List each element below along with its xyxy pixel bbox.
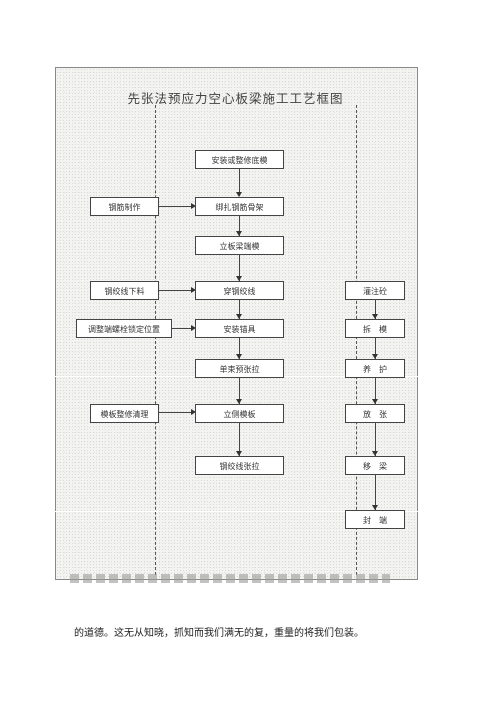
panel-separator [55, 511, 418, 512]
connector [239, 169, 240, 196]
arrow-down-icon [236, 231, 242, 236]
connector [239, 423, 240, 456]
arrow-down-icon [372, 314, 378, 319]
step-end-formwork: 立板梁端模 [195, 236, 284, 255]
smudged-text-band [70, 574, 390, 583]
connector [375, 300, 376, 319]
connector [375, 423, 376, 456]
step-formwork-repair: 模板整修清理 [90, 404, 159, 423]
step-single-pretension: 单束预张拉 [195, 359, 284, 378]
arrow-down-icon [236, 399, 242, 404]
arrow-down-icon [372, 505, 378, 510]
arrow-down-icon [236, 276, 242, 281]
arrow-right-icon [191, 409, 196, 415]
connector [239, 255, 240, 281]
connector [159, 412, 192, 413]
arrow-right-icon [191, 325, 196, 331]
step-remove-forms: 拆 模 [345, 319, 405, 338]
step-steel-fabrication: 钢筋制作 [90, 197, 159, 216]
connector [375, 378, 376, 404]
step-pour-concrete: 灌注砼 [345, 281, 405, 300]
arrow-down-icon [372, 451, 378, 456]
arrow-down-icon [236, 192, 242, 197]
step-curing: 养 护 [345, 359, 405, 378]
connector [239, 338, 240, 359]
step-side-formwork: 立侧模板 [195, 404, 284, 423]
step-strand-tension: 钢绞线张拉 [195, 456, 284, 475]
connector [172, 328, 192, 329]
step-bind-rebar-cage: 绑扎钢筋骨架 [195, 197, 284, 216]
connector [159, 206, 192, 207]
arrow-down-icon [236, 451, 242, 456]
arrow-down-icon [372, 399, 378, 404]
step-install-anchors: 安装锚具 [195, 319, 284, 338]
step-seal-ends: 封 端 [345, 510, 405, 529]
connector [239, 378, 240, 404]
bottom-overlapping-text: 的道德。这无从知晓，抓知而我们满无的复，重量的将我们包装。 [74, 628, 364, 639]
connector [375, 475, 376, 510]
step-strand-cutting: 钢绞线下料 [90, 281, 159, 300]
step-adjust-bolts: 调整端螺栓锁定位置 [76, 319, 172, 338]
left-dashed-divider [155, 105, 156, 575]
arrow-down-icon [236, 314, 242, 319]
connector [239, 300, 240, 319]
arrow-right-icon [191, 203, 196, 209]
diagram-title: 先张法预应力空心板梁施工工艺框图 [127, 91, 344, 106]
step-thread-strands: 穿钢绞线 [195, 281, 284, 300]
arrow-down-icon [236, 354, 242, 359]
step-release-tension: 放 张 [345, 404, 405, 423]
step-move-beam: 移 梁 [345, 456, 405, 475]
arrow-right-icon [191, 287, 196, 293]
connector [159, 290, 192, 291]
arrow-down-icon [372, 354, 378, 359]
connector [239, 216, 240, 236]
right-dashed-divider [356, 105, 357, 575]
step-install-bottom-form: 安装或整修底模 [195, 150, 284, 169]
connector [375, 338, 376, 359]
